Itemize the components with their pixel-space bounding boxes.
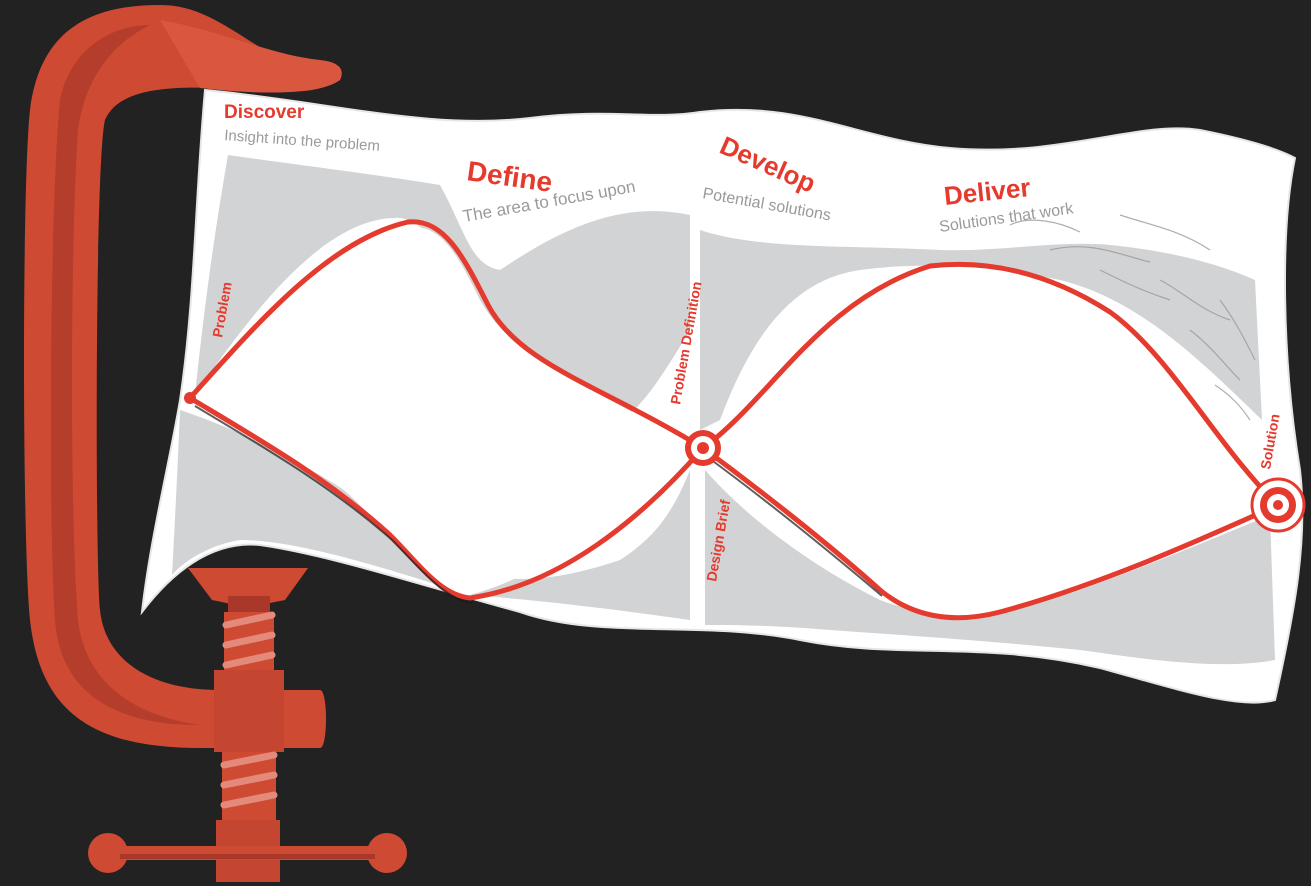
paper-sheet: Discover Insight into the problem Define… (140, 88, 1306, 704)
clamp-handle-knob-left (88, 833, 128, 873)
diamond-left (192, 227, 690, 596)
clamp-nut (214, 670, 284, 752)
shade-left-top (195, 155, 690, 420)
right-diamond-lower-edge (700, 445, 1281, 621)
solution-marker (1250, 477, 1306, 533)
clamp-handle-shade (120, 854, 375, 859)
clamp-screw-threads-lower (220, 751, 278, 809)
c-clamp (24, 5, 407, 882)
clamp-frame-highlight (50, 25, 200, 725)
clamp-jaw-top (160, 20, 342, 93)
problem-marker (184, 392, 196, 404)
texture-scribbles (1009, 214, 1256, 421)
diamond-right (705, 267, 1278, 616)
clamp-swivel-pad (188, 568, 308, 605)
left-diamond-upper-edge (187, 219, 706, 451)
clamp-screw-threads-upper (222, 611, 276, 669)
diamond-outlines (187, 219, 1281, 621)
problem-definition-marker (685, 430, 721, 466)
right-diamond-upper-edge (700, 261, 1281, 508)
phase-title-discover: Discover (224, 102, 305, 123)
clamp-pad-neck (228, 596, 270, 614)
shade-right-bottom (705, 470, 1275, 665)
diamond-shadows (194, 405, 883, 604)
left-diamond-lower-edge (187, 395, 706, 601)
clamp-handle-knob-right (367, 833, 407, 873)
